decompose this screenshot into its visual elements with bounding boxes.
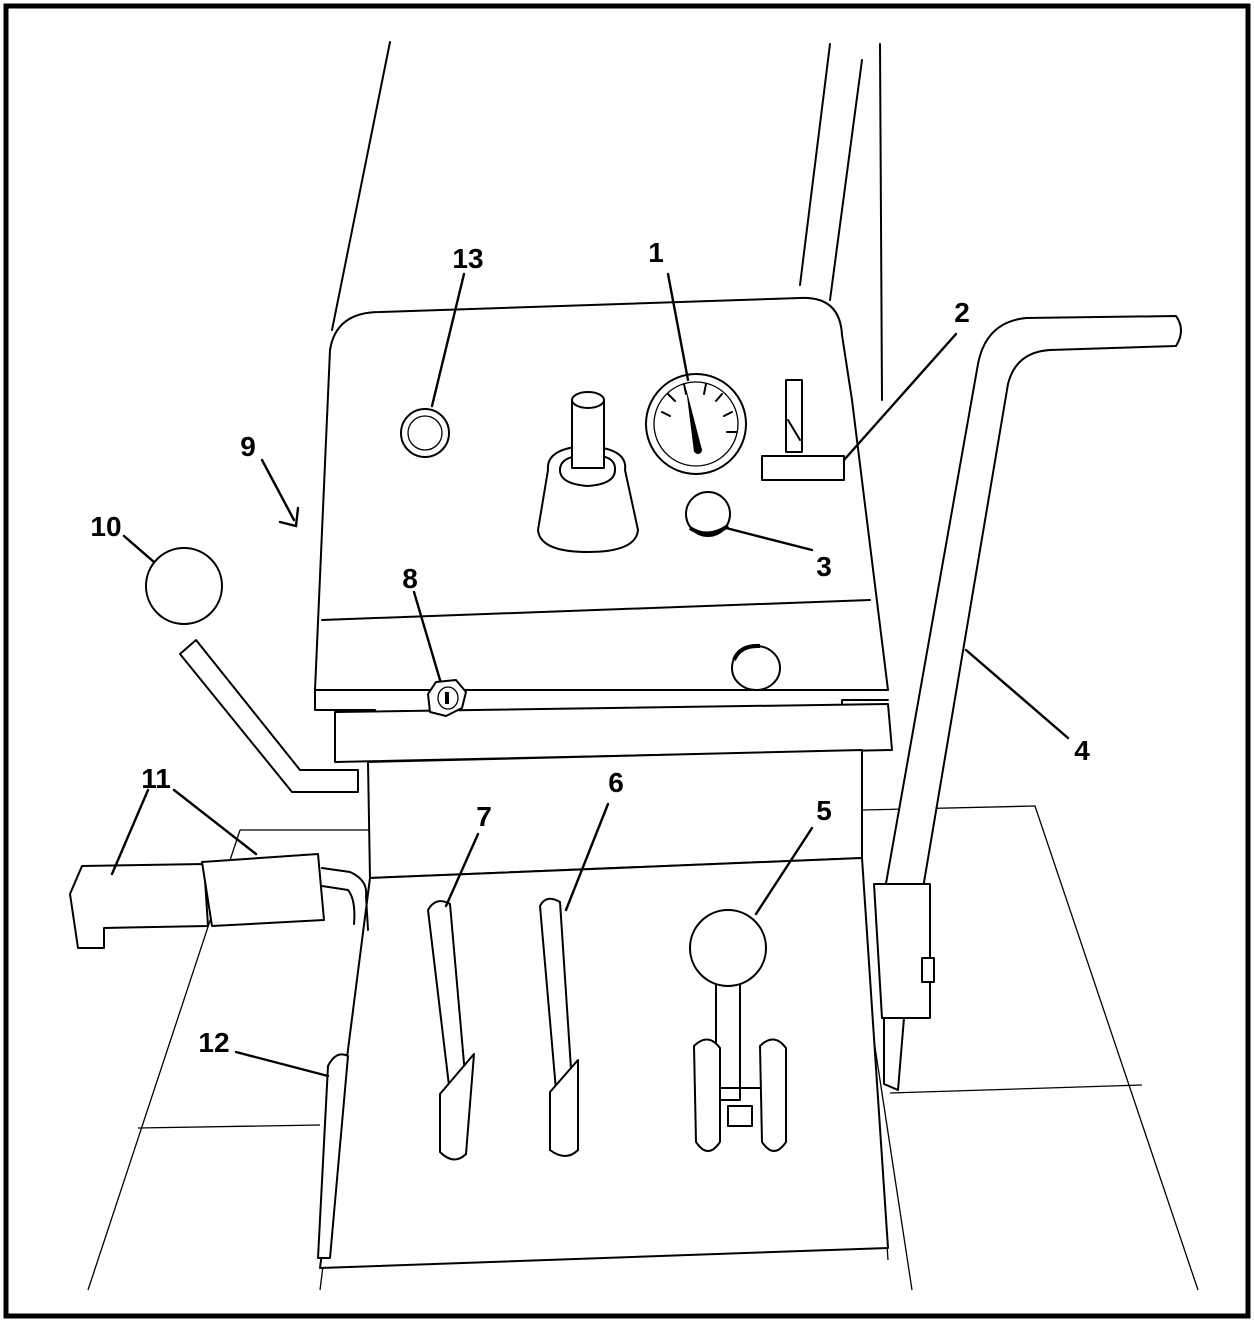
joystick-control (537, 391, 639, 553)
pressure-gauge-1 (645, 373, 747, 475)
callout-13: 13 (452, 243, 483, 274)
control-lever-10 (145, 547, 359, 793)
callout-6: 6 (608, 767, 624, 798)
steering-lever-4 (873, 315, 1182, 1091)
floor-lever-12 (317, 1053, 349, 1259)
control-knob-3 (685, 491, 731, 537)
callout-3: 3 (816, 551, 832, 582)
callout-12: 12 (198, 1027, 229, 1058)
gear-shift-5 (689, 909, 787, 1152)
callout-1: 1 (648, 237, 664, 268)
indicator-light-13 (400, 408, 450, 458)
throttle-lever-2 (761, 379, 845, 481)
mast-column (331, 41, 883, 401)
callout-2: 2 (954, 297, 970, 328)
callout-8: 8 (402, 563, 418, 594)
hand-lever-6 (539, 897, 579, 1157)
callout-9: 9 (240, 431, 256, 462)
pedestal (319, 749, 889, 1269)
diagram-border (3, 3, 1251, 1319)
callout-11: 11 (141, 763, 171, 794)
foot-pedals-11 (69, 853, 369, 949)
ignition-key-switch-8 (427, 679, 467, 717)
hand-lever-7 (427, 900, 475, 1161)
callout-10: 10 (90, 511, 121, 542)
callout-7: 7 (476, 801, 492, 832)
callout-4: 4 (1074, 735, 1090, 766)
callout-leaders (110, 272, 1070, 1078)
callout-5: 5 (816, 795, 832, 826)
panel-push-button (731, 643, 781, 691)
